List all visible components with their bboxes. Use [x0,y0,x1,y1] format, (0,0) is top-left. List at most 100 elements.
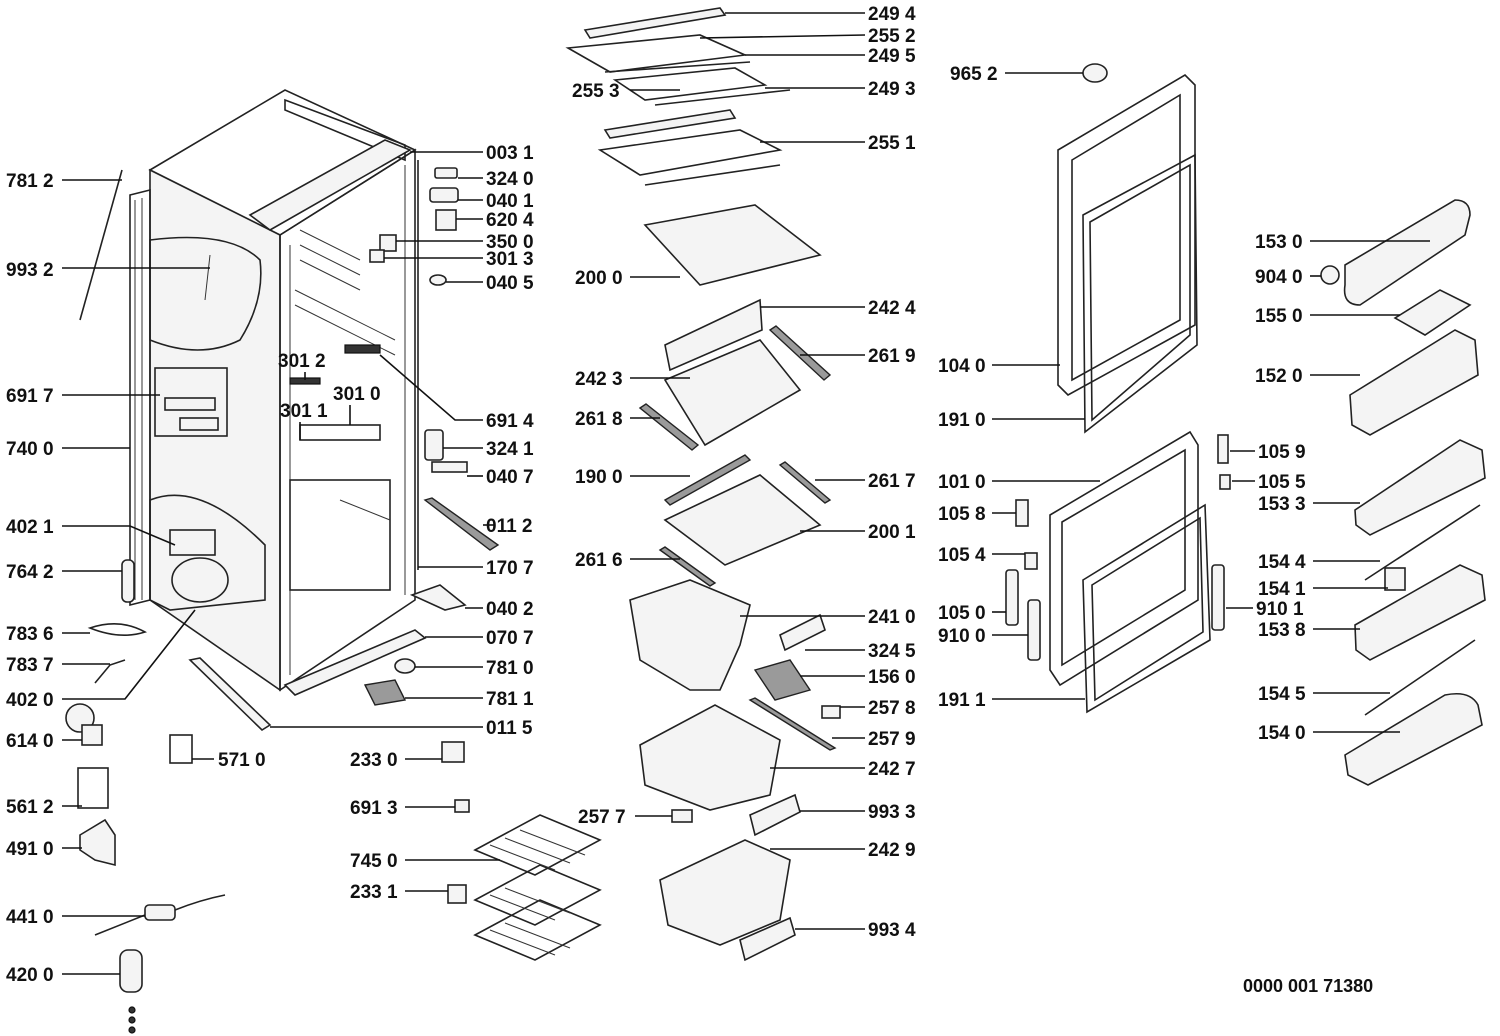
label-740-0: 740 0 [6,439,54,460]
label-170-7: 170 7 [486,558,534,579]
label-152-0: 152 0 [1255,366,1303,387]
label-040-2: 040 2 [486,599,534,620]
label-242-9: 242 9 [868,840,916,861]
label-691-3: 691 3 [350,798,398,819]
rack-labels: 233 0 691 3 745 0 233 1 [350,750,500,903]
label-614-0: 614 0 [6,731,54,752]
label-257-8: 257 8 [868,698,916,719]
label-764-2: 764 2 [6,562,54,583]
label-301-3: 301 3 [486,249,534,270]
label-257-7: 257 7 [578,807,626,828]
label-301-0: 301 0 [333,384,381,405]
label-155-0: 155 0 [1255,306,1303,327]
label-993-3: 993 3 [868,802,916,823]
label-255-2: 255 2 [868,26,916,47]
label-491-0: 491 0 [6,839,54,860]
label-781-2: 781 2 [6,171,54,192]
label-402-0: 402 0 [6,690,54,711]
label-153-8: 153 8 [1258,620,1306,641]
cabinet-right-labels: 003 1 324 0 040 1 620 4 350 0 301 3 040 … [270,143,534,739]
cabinet-drawing [79,89,427,732]
label-003-1: 003 1 [486,143,534,164]
label-153-3: 153 3 [1258,494,1306,515]
label-153-0: 153 0 [1255,232,1303,253]
label-261-7: 261 7 [868,471,916,492]
label-105-4: 105 4 [938,545,986,566]
label-154-0: 154 0 [1258,723,1306,744]
bin-labels: 153 0 904 0 155 0 152 0 153 3 154 4 154 … [1255,232,1430,744]
label-324-1: 324 1 [486,439,534,460]
label-011-5: 011 5 [486,718,533,739]
label-242-4: 242 4 [868,298,916,319]
label-241-0: 241 0 [868,607,916,628]
label-745-0: 745 0 [350,851,398,872]
label-783-7: 783 7 [6,655,54,676]
label-249-4: 249 4 [868,4,916,25]
label-154-4: 154 4 [1258,552,1306,573]
label-105-0: 105 0 [938,603,986,624]
label-191-0: 191 0 [938,410,986,431]
label-233-1: 233 1 [350,882,398,903]
label-620-4: 620 4 [486,210,534,231]
label-324-0: 324 0 [486,169,534,190]
label-571-0: 571 0 [218,750,266,771]
cabinet-hardware-parts [169,167,500,764]
label-261-8: 261 8 [575,409,623,430]
label-104-0: 104 0 [938,356,986,377]
label-261-6: 261 6 [575,550,623,571]
label-040-1: 040 1 [486,191,534,212]
label-561-2: 561 2 [6,797,54,818]
label-781-1: 781 1 [486,689,534,710]
label-402-1: 402 1 [6,517,54,538]
left-side-parts [65,559,226,1034]
label-350-0: 350 0 [486,232,534,253]
label-420-0: 420 0 [6,965,54,986]
label-200-0: 200 0 [575,268,623,289]
label-242-7: 242 7 [868,759,916,780]
label-257-9: 257 9 [868,729,916,750]
label-200-1: 200 1 [868,522,916,543]
label-993-2: 993 2 [6,260,54,281]
label-249-3: 249 3 [868,79,916,100]
label-105-5: 105 5 [1258,472,1306,493]
door-bin-parts [1320,199,1486,786]
center-shelf-parts [565,7,841,962]
label-040-5: 040 5 [486,273,534,294]
label-781-0: 781 0 [486,658,534,679]
label-242-3: 242 3 [575,369,623,390]
label-101-0: 101 0 [938,472,986,493]
label-040-7: 040 7 [486,467,534,488]
label-105-9: 105 9 [1258,442,1306,463]
label-691-7: 691 7 [6,386,54,407]
label-191-1: 191 1 [938,690,986,711]
label-965-2: 965 2 [950,64,998,85]
label-255-1: 255 1 [868,133,916,154]
label-301-1: 301 1 [280,401,328,422]
left-column-labels: 781 2 993 2 691 7 740 0 402 1 764 2 783 … [6,171,266,986]
label-324-5: 324 5 [868,641,916,662]
label-910-1: 910 1 [1256,599,1304,620]
label-070-7: 070 7 [486,628,534,649]
label-261-9: 261 9 [868,346,916,367]
label-011-2: 011 2 [486,516,533,537]
label-904-0: 904 0 [1255,267,1303,288]
label-255-3: 255 3 [572,81,620,102]
wire-rack-parts [447,799,602,961]
cabinet-inner-labels: 301 2 301 0 301 1 [278,351,381,440]
center-column-labels: 249 4 255 2 249 5 255 3 249 3 255 1 200 … [572,4,916,941]
label-249-5: 249 5 [868,46,916,67]
label-156-0: 156 0 [868,667,916,688]
label-105-8: 105 8 [938,504,986,525]
label-691-4: 691 4 [486,411,534,432]
document-number: 0000 001 71380 [1243,976,1373,996]
label-993-4: 993 4 [868,920,916,941]
door-labels: 965 2 104 0 191 0 101 0 105 8 105 4 105 … [938,64,1306,711]
door-parts [1005,63,1231,714]
label-910-0: 910 0 [938,626,986,647]
label-154-5: 154 5 [1258,684,1306,705]
label-233-0: 233 0 [350,750,398,771]
label-441-0: 441 0 [6,907,54,928]
label-301-2: 301 2 [278,351,326,372]
label-154-1: 154 1 [1258,579,1306,600]
